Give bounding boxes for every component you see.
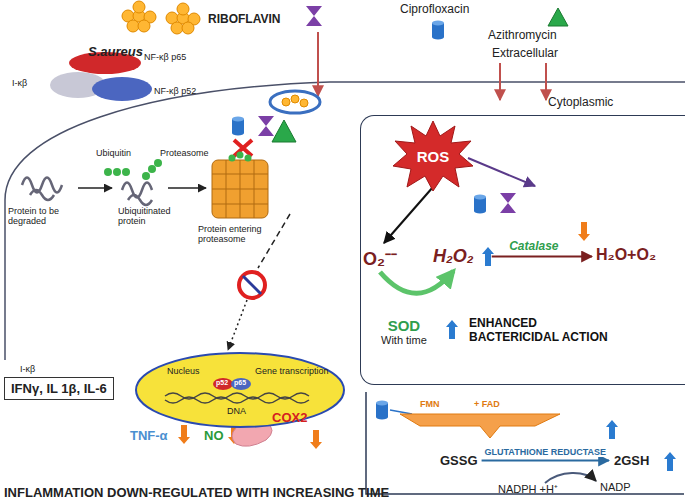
ellipse-shape xyxy=(135,352,345,428)
cytokine-box: IFNγ, IL 1β, IL-6 xyxy=(4,377,114,400)
node-text: ENHANCED BACTERICIDAL ACTION xyxy=(469,316,629,344)
text-label: COX2 xyxy=(272,410,307,425)
text-label: Cytoplasmic xyxy=(548,95,613,109)
product-label: 2GSH xyxy=(614,453,649,468)
node-text: H₂O+O₂ xyxy=(596,246,656,264)
text-label: Protein entering proteasome xyxy=(198,224,272,244)
text-label: NF-κβ p52 xyxy=(154,86,196,96)
text-label: Proteasome xyxy=(160,148,209,158)
peroxide-species: H₂O₂ xyxy=(433,246,474,267)
text-label: Extracellular xyxy=(492,46,558,60)
reaction-arrow xyxy=(380,271,453,293)
text-label: NADPH +H⁺ xyxy=(498,481,558,496)
text-label: Ubiquitin xyxy=(96,148,131,158)
text-label: NF-κβ p65 xyxy=(144,52,186,62)
text-label: FMN xyxy=(420,399,440,409)
text-label: p65 xyxy=(234,379,246,386)
text-label: Ubiquitinated protein xyxy=(118,206,188,226)
text-label: RIBOFLAVIN xyxy=(208,12,280,26)
superoxide-species: O₂⁻⁻ xyxy=(363,246,397,270)
reaction-arrow xyxy=(492,256,592,258)
text-label: TNF-α xyxy=(130,428,168,443)
node-text: Nucleus xyxy=(167,366,200,376)
node-text: H₂O₂ xyxy=(433,246,474,267)
text-label: Azithromycin xyxy=(488,28,557,42)
node-text: DNA xyxy=(227,406,246,416)
node-text: IFNγ, IL 1β, IL-6 xyxy=(11,381,107,396)
node-text: ROS xyxy=(417,148,450,165)
node-text: 2GSH xyxy=(614,453,649,468)
text-label: + FAD xyxy=(474,399,500,409)
node-text: GSSG xyxy=(440,453,478,468)
text-label: NADP xyxy=(600,481,631,493)
nucleus-ellipse: Nucleus Gene transcriptionDNA xyxy=(135,352,345,428)
enzyme-label: SODWith time xyxy=(381,317,427,346)
edge-label: GLUTATHIONE REDUCTASE xyxy=(483,447,609,457)
product-species: H₂O+O₂ xyxy=(596,246,656,264)
text-label: S.aureus xyxy=(88,44,143,59)
node-text: O₂⁻⁻ xyxy=(363,246,397,270)
text-label: Protein to be degraded xyxy=(8,206,80,226)
reaction-arrow xyxy=(482,460,609,462)
node-text: Gene transcription xyxy=(255,366,329,376)
edge-label: Catalase xyxy=(507,239,560,253)
text-label: Ciprofloxacin xyxy=(400,2,469,16)
text-label: I-κβ xyxy=(12,78,27,88)
text-label: INFLAMMATION DOWN-REGULATED WITH INCREAS… xyxy=(4,485,389,500)
text-label: NO xyxy=(204,428,224,443)
substrate-label: GSSG xyxy=(440,453,478,468)
node-text: SOD xyxy=(381,317,427,334)
text-label: p52 xyxy=(216,379,228,386)
reaction-arrow xyxy=(384,187,433,243)
ros-star: ROS xyxy=(393,121,473,191)
node-text: With time xyxy=(381,334,427,346)
text-label: I-κβ xyxy=(20,364,35,374)
